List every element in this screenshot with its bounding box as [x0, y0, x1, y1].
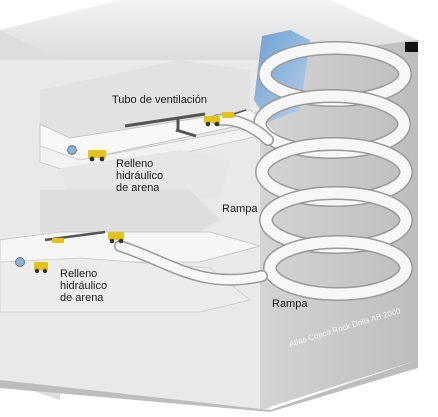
label-ramp-middle: Rampa [222, 203, 258, 215]
label-ventilation-pipe: Tubo de ventilación [112, 94, 207, 106]
ventilation-pipe [124, 112, 206, 138]
access-ramp-upper-surface [213, 115, 273, 145]
rock-bottom-edge [0, 360, 418, 412]
label-sand-fill-lower: Relleno hidráulico de arena [60, 268, 108, 304]
loader-vehicle-bottom [34, 262, 48, 274]
ramp-coil-2 [253, 89, 411, 159]
shaft-marker [405, 42, 418, 52]
ramp-coil-5 [263, 235, 413, 301]
rock-right-face [260, 40, 418, 410]
loader-vehicle-top [204, 116, 220, 127]
sand-fill-unit-bottom [15, 257, 25, 267]
upper-stope-ceiling [40, 60, 250, 138]
access-ramp-lower-surface [115, 241, 267, 285]
spiral-ramp [114, 41, 413, 301]
loader-vehicle-lower [108, 232, 124, 244]
loader-vehicle-middle [88, 150, 106, 162]
drill-rig-top [222, 109, 247, 118]
sand-fill-unit-middle [67, 145, 77, 155]
label-sand-fill-upper: Relleno hidráulico de arena [116, 158, 164, 194]
label-ramp-bottom: Rampa [272, 298, 308, 310]
lower-stope-roof [40, 190, 220, 232]
drill-rig-lower [52, 238, 64, 243]
